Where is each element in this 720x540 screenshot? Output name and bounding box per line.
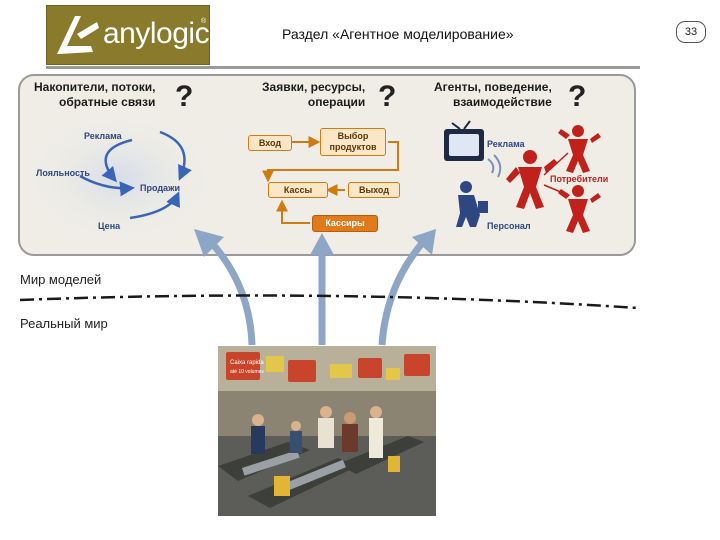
slide-title: Раздел «Агентное моделирование» <box>282 26 514 42</box>
up-arrow-icon <box>378 229 436 346</box>
abstraction-arrows <box>194 229 436 346</box>
flow-block-exit: Выход <box>348 182 400 198</box>
interaction-line <box>543 152 569 196</box>
flow-arrow <box>79 174 135 197</box>
slide-number: 33 <box>676 21 706 43</box>
sd-label-loyalty: Лояльность <box>36 168 90 178</box>
anylogic-logo: anylogic ® <box>46 5 210 65</box>
logo-text: anylogic <box>103 17 210 50</box>
ab-label-advertising: Реклама <box>487 139 525 149</box>
staff-agent-icon <box>456 181 488 227</box>
question-mark-icon: ? <box>378 80 397 113</box>
flow-arrow <box>159 130 192 181</box>
supermarket-checkout-illustration: Caixa rapida até 10 volumes <box>218 346 436 516</box>
logo-registered-mark: ® <box>201 18 207 25</box>
flow-block-product-choice: Выбор продуктов <box>320 128 386 156</box>
sd-label-price: Цена <box>98 221 121 231</box>
discrete-event-connectors <box>262 136 399 224</box>
consumer-agent-icon <box>558 125 601 173</box>
column-title-agent-based: Агенты, поведение, взаимодействие <box>434 80 552 109</box>
anylogic-logo-icon <box>57 16 99 54</box>
column-title-discrete-event: Заявки, ресурсы, операции <box>262 80 366 109</box>
consumer-agent-icon <box>558 185 601 233</box>
up-arrow-icon <box>310 233 334 345</box>
sd-label-advertising: Реклама <box>84 131 122 141</box>
question-mark-icon: ? <box>568 80 587 113</box>
up-arrow-icon <box>194 229 256 346</box>
system-dynamics-diagram <box>22 112 218 244</box>
tv-icon <box>444 120 484 161</box>
flow-arrow <box>101 138 133 183</box>
flow-arrow <box>129 191 180 220</box>
column-title-system-dynamics: Накопители, потоки, обратные связи <box>34 80 156 109</box>
label-model-world: Мир моделей <box>20 272 102 287</box>
sd-label-sales: Продажи <box>140 183 180 193</box>
flow-block-checkouts: Кассы <box>268 182 328 198</box>
question-mark-icon: ? <box>175 80 194 113</box>
agent-based-diagram <box>444 120 601 233</box>
ab-label-staff: Персонал <box>487 221 531 231</box>
supermarket-photo: Caixa rapida até 10 volumes <box>218 346 436 516</box>
flow-block-entry: Вход <box>248 135 292 151</box>
label-real-world: Реальный мир <box>20 316 108 331</box>
world-boundary-line <box>19 294 639 310</box>
ab-label-consumers: Потребители <box>550 174 609 184</box>
flow-block-cashiers: Кассиры <box>312 215 378 232</box>
photo-sign-subtext: até 10 volumes <box>230 369 264 375</box>
header-divider <box>46 66 640 69</box>
photo-sign-text: Caixa rapida <box>230 360 264 366</box>
signal-waves-icon <box>487 154 502 178</box>
